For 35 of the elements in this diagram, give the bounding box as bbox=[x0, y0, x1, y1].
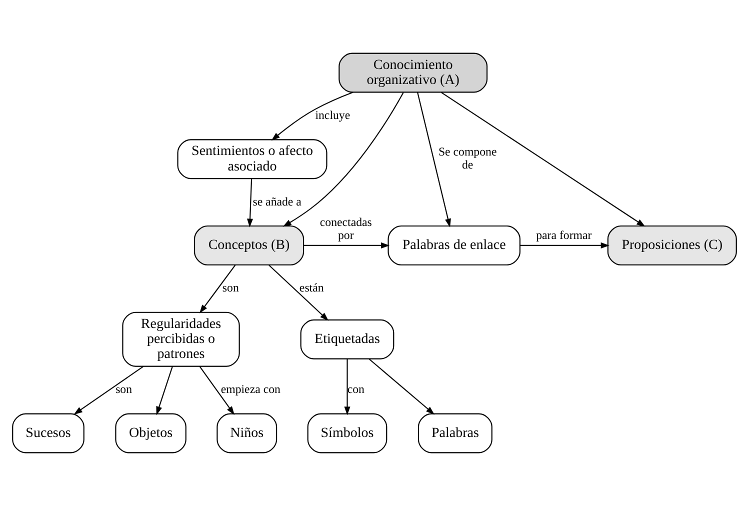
arrow bbox=[74, 366, 144, 415]
edge-label: para formar bbox=[536, 228, 592, 242]
edge-label: empieza con bbox=[220, 382, 280, 396]
edge-label: se añade a bbox=[252, 194, 302, 208]
arrow bbox=[271, 92, 354, 141]
edge-label: incluye bbox=[315, 108, 350, 122]
node-box: Niños bbox=[216, 413, 278, 454]
arrow bbox=[268, 264, 329, 321]
node-box: Conocimiento organizativo (A) bbox=[338, 52, 488, 93]
arrow bbox=[417, 92, 451, 228]
node-box: Símbolos bbox=[307, 413, 388, 454]
node-box: Proposiciones (C) bbox=[607, 225, 737, 266]
node-box: Sentimientos o afecto asociado bbox=[177, 139, 328, 180]
edge-label: conectadas por bbox=[320, 214, 372, 242]
node-box: Etiquetadas bbox=[300, 319, 394, 360]
arrow bbox=[344, 359, 350, 416]
arrow bbox=[304, 242, 390, 248]
arrow bbox=[368, 358, 435, 415]
edge-label: están bbox=[299, 280, 324, 295]
arrow bbox=[282, 92, 404, 227]
arrow bbox=[156, 366, 173, 416]
edge-label: son bbox=[116, 382, 132, 396]
node-box: Regularidades percibidas o patrones bbox=[122, 312, 240, 367]
arrow bbox=[199, 264, 236, 314]
arrow bbox=[441, 92, 646, 227]
node-box: Objetos bbox=[115, 413, 186, 454]
edge-label: son bbox=[222, 280, 239, 295]
arrow bbox=[247, 178, 254, 228]
node-box: Palabras de enlace bbox=[388, 225, 520, 266]
arrow bbox=[520, 242, 610, 248]
arrow bbox=[199, 366, 235, 415]
edge-label: Se compone de bbox=[438, 144, 497, 172]
node-box: Conceptos (B) bbox=[194, 225, 304, 266]
node-box: Sucesos bbox=[12, 413, 84, 454]
node-box: Palabras bbox=[418, 413, 492, 454]
